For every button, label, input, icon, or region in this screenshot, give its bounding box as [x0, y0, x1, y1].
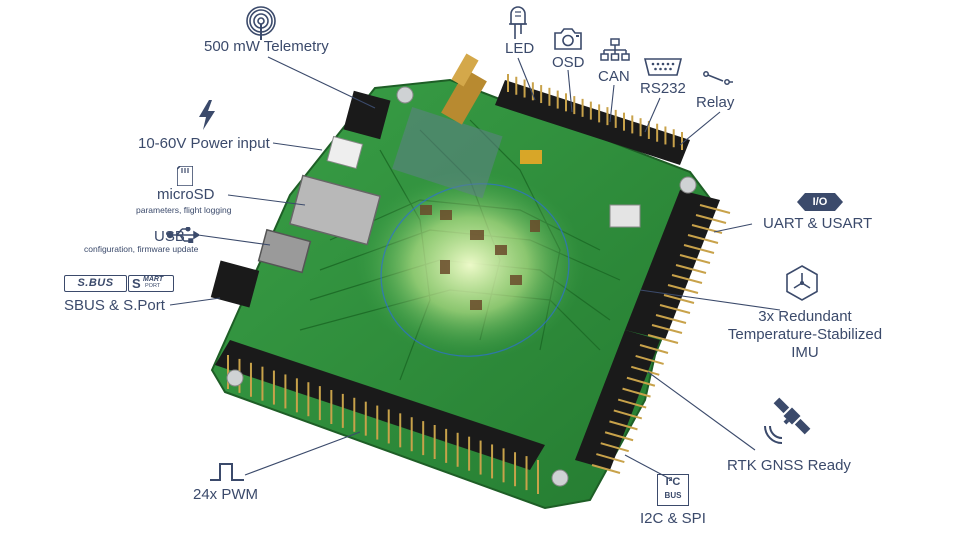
- wifi-icon: [246, 6, 276, 40]
- pwm-pin-header: [215, 340, 545, 494]
- microsd-label: microSD: [157, 186, 215, 203]
- header-pin: [635, 354, 664, 365]
- header-pin: [699, 204, 731, 214]
- io-icon: I/O: [797, 193, 843, 211]
- usb-label: USB: [154, 228, 185, 245]
- imu-label-line2: Temperature-Stabilized: [727, 326, 883, 343]
- led-label: LED: [505, 40, 535, 57]
- header-pin: [609, 420, 638, 431]
- header-pin: [655, 314, 687, 324]
- port-logo-text: PORT: [145, 283, 161, 289]
- header-pin: [667, 284, 699, 294]
- power-connector: [326, 135, 364, 170]
- yellow-component: [520, 150, 542, 164]
- sma-connector: [441, 53, 487, 125]
- header-pin: [695, 214, 727, 224]
- i2c-icon: I²C BUS: [657, 474, 689, 506]
- header-pin: [679, 254, 711, 264]
- telemetry-pin-header: [343, 90, 391, 140]
- header-pin: [613, 409, 643, 420]
- smart-logo-text: MART: [143, 276, 164, 283]
- header-pin: [600, 442, 630, 453]
- usb-sublabel: configuration, firmware update: [84, 244, 199, 254]
- rtk-gnss-label: RTK GNSS Ready: [727, 457, 851, 474]
- network-icon: [600, 38, 630, 61]
- relay-label: Relay: [696, 94, 735, 111]
- io-icon-text: I/O: [812, 196, 828, 208]
- microsd-sublabel: parameters, flight logging: [136, 205, 232, 215]
- pulse-icon: [210, 463, 244, 481]
- uart-usart-label: UART & USART: [763, 215, 873, 232]
- sbus-sport-label: SBUS & S.Port: [64, 297, 165, 314]
- rf-module: [392, 107, 503, 199]
- header-pin: [647, 334, 679, 344]
- header-pin: [622, 387, 651, 398]
- imu-icon: [786, 265, 818, 301]
- osd-label: OSD: [552, 54, 585, 71]
- smart-port-logo: S MART PORT: [128, 275, 174, 292]
- header-pin: [683, 244, 715, 254]
- imu-glow: [355, 170, 585, 360]
- right-pin-header: [625, 190, 731, 344]
- header-pin: [671, 274, 703, 284]
- serial-port-icon: [644, 58, 682, 76]
- microsd-slot: [288, 174, 382, 246]
- sdcard-icon: [177, 166, 193, 186]
- components: [420, 205, 540, 310]
- sbus-logo: S.BUS: [64, 275, 127, 292]
- header-pin: [675, 264, 707, 274]
- sbus-logo-text: S.BUS: [77, 277, 114, 289]
- can-label: CAN: [598, 68, 630, 85]
- imu-highlight-ring: [380, 183, 570, 357]
- rs232-label: RS232: [640, 80, 686, 97]
- header-pin: [651, 324, 683, 334]
- top-pin-header: [495, 74, 690, 165]
- header-pin: [663, 294, 695, 304]
- sbus-pin-header: [210, 260, 260, 308]
- telemetry-label: 500 mW Telemetry: [204, 38, 329, 55]
- header-pin: [591, 464, 621, 474]
- lightning-icon: [199, 100, 215, 130]
- led-icon: [509, 6, 527, 39]
- imu-label-line3: IMU: [791, 344, 819, 361]
- usb-port: [257, 228, 312, 274]
- header-pin: [604, 431, 634, 442]
- header-pin: [617, 398, 647, 409]
- header-pin: [659, 304, 691, 314]
- header-pin: [630, 365, 660, 376]
- satellite-icon: [764, 397, 811, 444]
- switch-icon: [703, 71, 733, 85]
- pwm-label: 24x PWM: [193, 486, 259, 503]
- power-input-label: 10-60V Power input: [138, 135, 270, 152]
- usb-icon: [167, 227, 199, 243]
- header-pin: [626, 376, 656, 387]
- i2c-icon-bottom-text: BUS: [664, 491, 682, 500]
- imu-label-line1: 3x Redundant: [758, 308, 852, 325]
- i2c-icon-top-text: I²C: [665, 476, 681, 488]
- header-pin: [596, 453, 625, 464]
- header-pin: [687, 234, 719, 244]
- right-lower-pin-header: [575, 330, 669, 474]
- buzzer: [609, 204, 641, 228]
- i2c-spi-label: I2C & SPI: [640, 510, 706, 527]
- mounting-holes: [226, 86, 697, 487]
- leader-lines: [169, 56, 781, 481]
- header-pin: [639, 344, 669, 354]
- camera-icon: [554, 28, 582, 50]
